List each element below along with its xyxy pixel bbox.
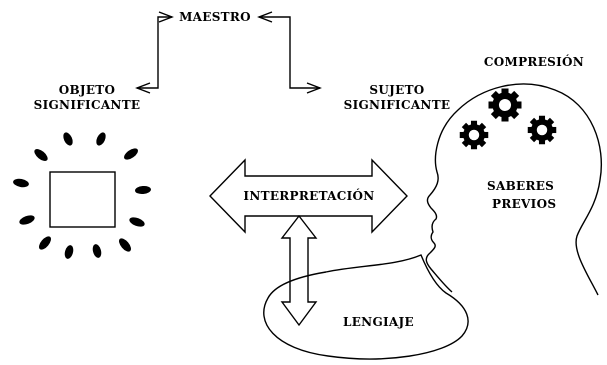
saberes-label-line1: SABERES bbox=[487, 179, 554, 193]
maestro-connector bbox=[135, 11, 322, 94]
vertical-double-arrow bbox=[280, 214, 318, 327]
horizontal-double-arrow bbox=[209, 158, 408, 234]
radiating-square-icon bbox=[13, 132, 151, 259]
saberes-label-line2: PREVIOS bbox=[492, 197, 556, 211]
objeto-label-line2: SIGNIFICANTE bbox=[34, 98, 141, 112]
lenguaje-bubble bbox=[263, 254, 469, 360]
lengiaje-label: LENGIAJE bbox=[343, 315, 414, 329]
sujeto-label-line2: SIGNIFICANTE bbox=[344, 98, 451, 112]
maestro-label: MAESTRO bbox=[179, 10, 251, 24]
objeto-label-line1: OBJETO bbox=[59, 83, 116, 97]
compresion-label: COMPRESIÓN bbox=[484, 53, 584, 69]
human-head-profile bbox=[425, 83, 602, 296]
sujeto-label-line1: SUJETO bbox=[369, 83, 424, 97]
interpretacion-label: INTERPRETACIÓN bbox=[243, 187, 374, 203]
